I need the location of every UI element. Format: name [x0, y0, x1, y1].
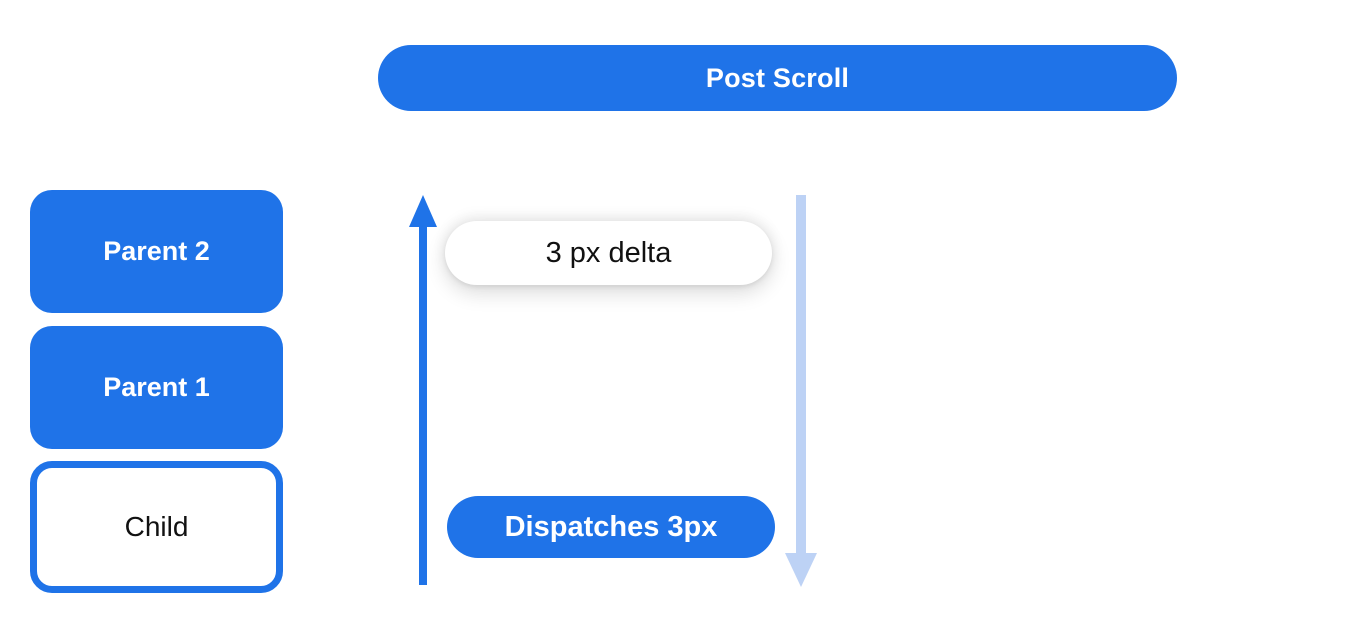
arrow-down-shaft — [796, 195, 806, 559]
arrow-up-icon — [409, 195, 437, 585]
delta-label-pill: 3 px delta — [445, 221, 772, 285]
node-parent-1: Parent 1 — [30, 326, 283, 449]
dispatch-label-pill: Dispatches 3px — [447, 496, 775, 558]
post-scroll-banner: Post Scroll — [378, 45, 1177, 111]
arrow-down-icon — [785, 195, 817, 587]
node-child: Child — [30, 461, 283, 593]
arrow-up-shaft — [419, 221, 427, 585]
arrow-up-head — [409, 195, 437, 227]
node-parent-2: Parent 2 — [30, 190, 283, 313]
arrow-down-head — [785, 553, 817, 587]
